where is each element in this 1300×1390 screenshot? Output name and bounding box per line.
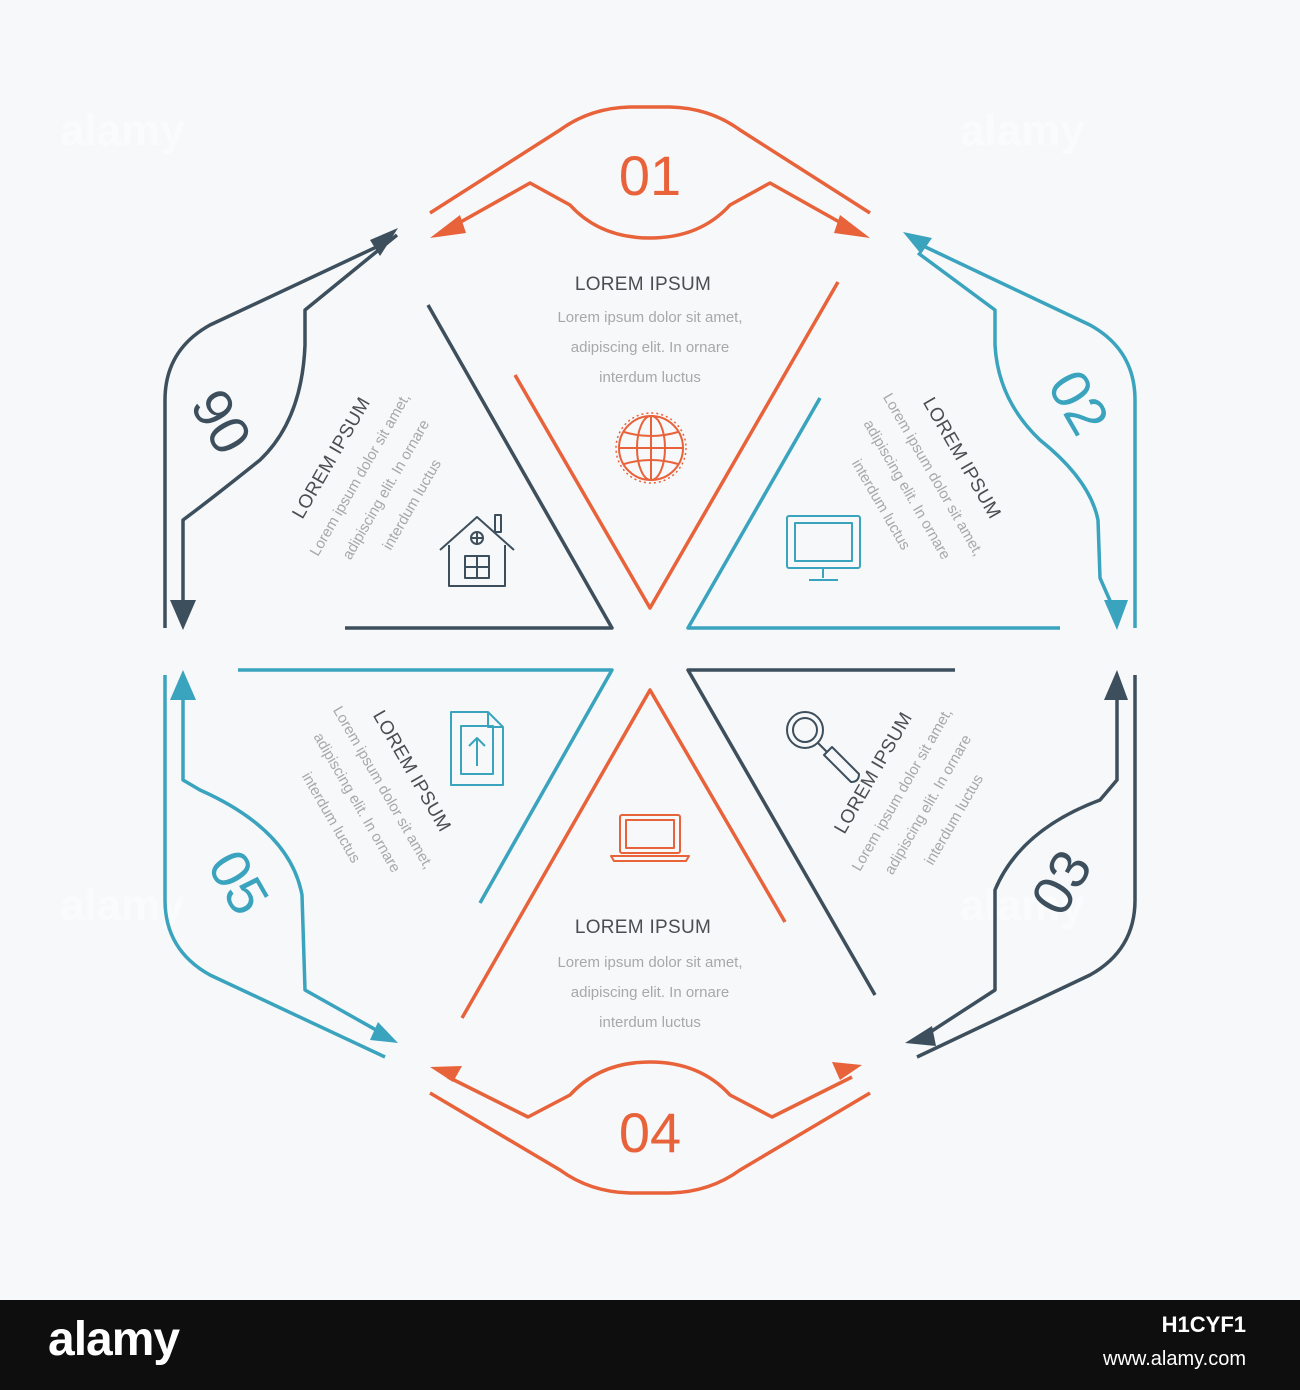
laptop-icon <box>610 814 690 862</box>
file-upload-icon <box>450 711 504 786</box>
segment-number-01: 01 <box>619 144 681 207</box>
text-block-01: LOREM IPSUM Lorem ipsum dolor sit amet, … <box>557 274 742 386</box>
arrowhead-04 <box>430 1062 862 1082</box>
watermark-text: alamy <box>960 106 1085 155</box>
segment-text-line: adipiscing elit. In ornare <box>571 984 729 1001</box>
alamy-logo: alamy <box>48 1313 180 1366</box>
text-block-02: LOREM IPSUM Lorem ipsum dolor sit amet, … <box>848 390 1005 562</box>
arrow-frame-02 <box>916 241 1137 628</box>
text-block-06: LOREM IPSUM Lorem ipsum dolor sit amet, … <box>288 390 445 562</box>
arrowhead-05 <box>170 670 398 1043</box>
center-star <box>238 281 1060 1019</box>
watermark-text: alamy <box>960 881 1085 930</box>
arrow-frame-04 <box>429 1060 871 1195</box>
segment-text-line: Lorem ipsum dolor sit amet, <box>557 309 742 326</box>
segment-number-02: 02 <box>1036 360 1122 445</box>
arrowhead-06 <box>170 228 398 630</box>
watermark-text: alamy <box>60 106 185 155</box>
magnifier-icon <box>786 711 860 783</box>
text-block-03: LOREM IPSUM Lorem ipsum dolor sit amet, … <box>830 705 987 877</box>
image-id: H1CYF1 <box>1161 1312 1246 1337</box>
hexagon-infographic: alamy alamy alamy alamy <box>60 105 1137 1195</box>
segment-title: LOREM IPSUM <box>575 917 711 938</box>
arrow-frame-05 <box>163 675 386 1059</box>
segment-number-06: 06 <box>178 379 264 464</box>
text-block-04: LOREM IPSUM Lorem ipsum dolor sit amet, … <box>557 917 742 1031</box>
house-icon <box>439 514 515 587</box>
segment-text-line: Lorem ipsum dolor sit amet, <box>557 954 742 971</box>
arrowhead-02 <box>903 232 1128 630</box>
arrow-frame-03 <box>916 675 1137 1059</box>
segment-text-line: adipiscing elit. In ornare <box>571 339 729 356</box>
segment-number-04: 04 <box>619 1101 681 1164</box>
segment-text-line: interdum luctus <box>599 369 701 386</box>
arrowhead-03 <box>905 670 1128 1046</box>
arrow-frame-01 <box>429 105 871 240</box>
segment-number-05: 05 <box>196 840 282 925</box>
text-block-05: LOREM IPSUM Lorem ipsum dolor sit amet, … <box>298 703 455 875</box>
arrowhead-01 <box>430 215 870 238</box>
arrow-frame-06 <box>163 233 399 628</box>
monitor-icon <box>786 515 861 581</box>
segment-title: LOREM IPSUM <box>575 274 711 295</box>
segment-text-line: interdum luctus <box>599 1014 701 1031</box>
footer-bar: alamy H1CYF1 www.alamy.com <box>0 1300 1300 1390</box>
globe-icon <box>615 412 687 484</box>
site-url: www.alamy.com <box>1103 1348 1246 1370</box>
